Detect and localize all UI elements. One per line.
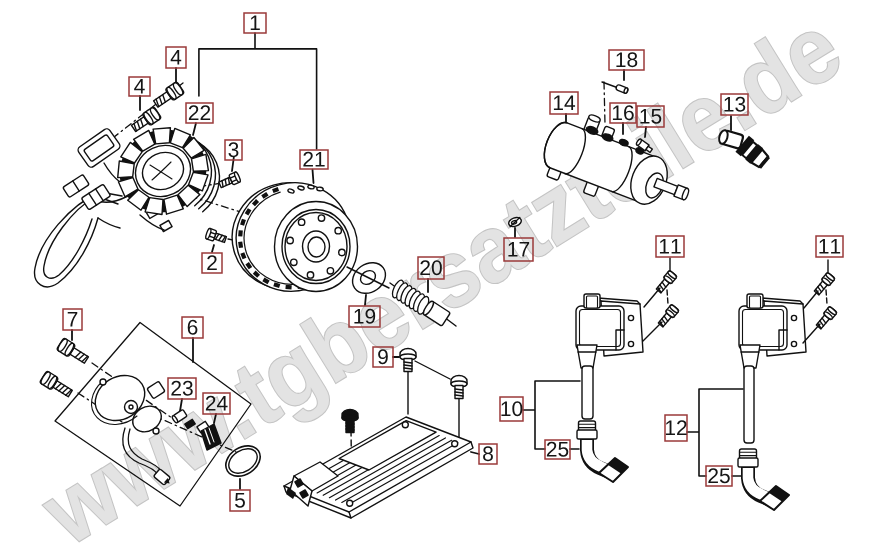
svg-text:www.tgbersatzteile.de: www.tgbersatzteile.de bbox=[24, 0, 858, 551]
